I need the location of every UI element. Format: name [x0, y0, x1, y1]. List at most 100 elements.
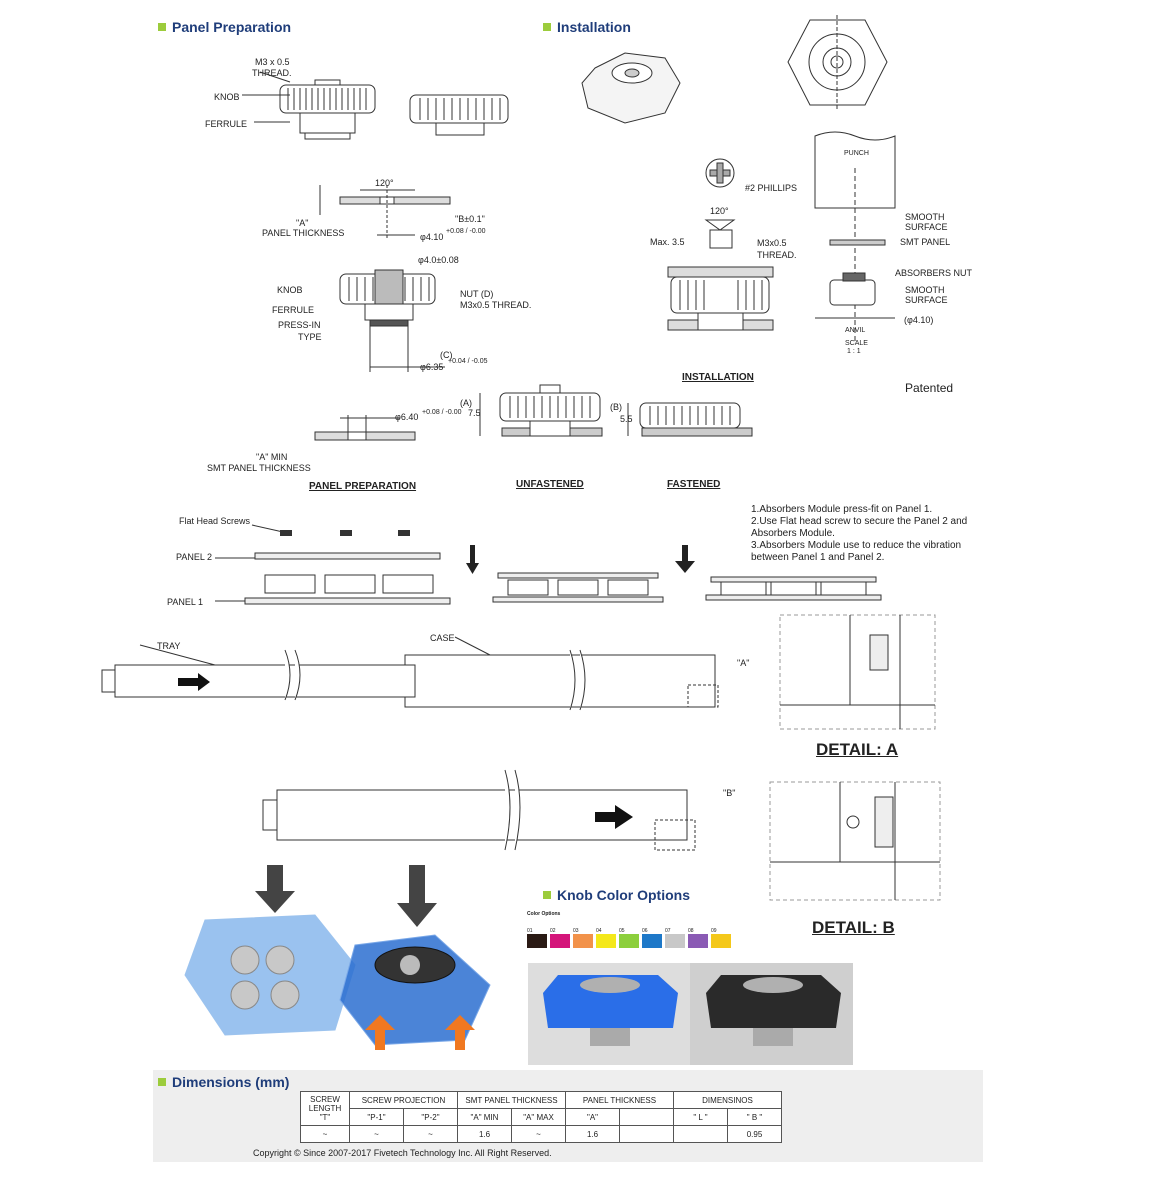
table-subheader: "P-1": [349, 1108, 404, 1126]
swatch-color: [688, 934, 708, 948]
diameter-640-tolerance: +0.08 / -0.00: [422, 409, 462, 416]
copyright-text: Copyright © Since 2007-2017 Fivetech Tec…: [253, 1148, 552, 1158]
ferrule-label-2: FERRULE: [272, 305, 315, 315]
color-swatch: 09: [711, 928, 731, 948]
phillips-label: #2 PHILLIPS: [745, 183, 798, 193]
unfastened-drawing: [479, 384, 603, 437]
down-arrow-icon: [255, 865, 295, 913]
callout-b: "B": [723, 788, 736, 798]
table-subheader: "P-2": [403, 1108, 458, 1126]
case-label: CASE: [430, 633, 455, 643]
swatch-number: 09: [711, 928, 717, 934]
c-label: (C): [440, 350, 453, 360]
table-row: ~ ~ ~ 1.6 ~ 1.6 0.95: [300, 1125, 782, 1143]
panel-thickness-label: PANEL THICKNESS: [262, 228, 345, 238]
b-tolerance-label: "B±0.1": [455, 214, 485, 224]
down-arrow-icon: [466, 545, 479, 574]
diameter-label: φ4.10: [420, 232, 444, 242]
punch-label: PUNCH: [844, 150, 869, 157]
table-header: SCREW LENGTH "T": [300, 1091, 350, 1126]
color-swatch: 01: [527, 928, 547, 948]
thread-label: M3 x 0.5: [255, 57, 290, 67]
note-line: between Panel 1 and Panel 2.: [751, 552, 885, 563]
swatch-number: 06: [642, 928, 648, 934]
thread-spec-label: M3x0.5: [757, 238, 787, 248]
section-title: Installation: [557, 19, 631, 35]
unfastened-caption: UNFASTENED: [516, 479, 584, 490]
a-min-label: "A" MIN: [256, 452, 288, 462]
diameter-410-label: (φ4.10): [904, 315, 934, 325]
unfastened-panels-drawing: [492, 572, 664, 603]
table-cell: ~: [300, 1125, 350, 1143]
knob-side-drawing: [279, 79, 376, 140]
assembly-notes: 1.Absorbers Module press-fit on Panel 1.…: [751, 504, 967, 564]
swatch-color: [711, 934, 731, 948]
note-line: 3.Absorbers Module use to reduce the vib…: [751, 540, 962, 551]
nut-thread-label: M3x0.5 THREAD.: [460, 300, 532, 310]
patented-label: Patented: [905, 381, 954, 395]
knob-section-drawing: [339, 269, 445, 372]
phillips-icon: [705, 158, 735, 188]
detail-b-drawing: [769, 781, 941, 901]
panel1-label: PANEL 1: [167, 597, 204, 607]
diameter-tolerance: +0.08 / -0.00: [446, 228, 486, 235]
surface-label: SURFACE: [905, 222, 948, 232]
tray-case-drawing: [101, 636, 719, 711]
absorber-3d-render: [184, 914, 491, 1050]
swatch-color: [573, 934, 593, 948]
scale-value: 1 : 1: [847, 348, 861, 355]
press-in-label: PRESS-IN: [278, 320, 321, 330]
note-line: 1.Absorbers Module press-fit on Panel 1.: [751, 504, 933, 515]
swatch-number: 03: [573, 928, 579, 934]
dimensions-table: SCREW LENGTH "T" SCREW PROJECTION SMT PA…: [300, 1091, 782, 1143]
swatch-color: [527, 934, 547, 948]
bullet-icon: [158, 1078, 166, 1086]
swatch-number: 02: [550, 928, 556, 934]
swatch-color: [596, 934, 616, 948]
table-subheader: "A" MIN: [457, 1108, 512, 1126]
knob-top-view: [787, 15, 888, 110]
knob-side-drawing-2: [409, 94, 509, 136]
leader-lines: [242, 71, 291, 123]
table-header: PANEL THICKNESS: [565, 1091, 674, 1109]
nut-label: NUT (D): [460, 289, 494, 299]
swatch-number: 08: [688, 928, 694, 934]
a-label: "A": [296, 218, 309, 228]
knob-label: KNOB: [214, 92, 240, 102]
table-subheader: [619, 1108, 674, 1126]
a-value: 7.5: [468, 408, 481, 418]
panel2-label: PANEL 2: [176, 552, 213, 562]
diameter-640-label: φ6.40: [395, 412, 419, 422]
table-cell: 0.95: [727, 1125, 782, 1143]
color-swatch: 03: [573, 928, 593, 948]
note-line: Absorbers Module.: [751, 528, 835, 539]
swatch-number: 07: [665, 928, 671, 934]
note-line: 2.Use Flat head screw to secure the Pane…: [751, 516, 968, 527]
fastened-caption: FASTENED: [667, 479, 721, 490]
knob-colors-heading: Knob Color Options: [543, 887, 690, 903]
smt-panel-drawing: [314, 415, 416, 441]
tray-case-drawing-2: [262, 769, 696, 851]
table-cell: ~: [403, 1125, 458, 1143]
angle-label-2: 120°: [710, 206, 729, 216]
smooth-label: SMOOTH: [905, 212, 945, 222]
fastened-drawing: [627, 402, 753, 437]
table-cell: 1.6: [457, 1125, 512, 1143]
flat-head-label: Flat Head Screws: [179, 516, 251, 526]
swatch-color: [665, 934, 685, 948]
table-subheader: "A" MAX: [511, 1108, 566, 1126]
swatch-number: 05: [619, 928, 625, 934]
smt-thickness-label: SMT PANEL THICKNESS: [207, 463, 311, 473]
panel-hole-drawing: [319, 185, 451, 240]
table-header: SMT PANEL THICKNESS: [457, 1091, 566, 1109]
color-swatch: 07: [665, 928, 685, 948]
detail-b-caption: DETAIL: B: [812, 918, 895, 937]
table-header: SCREW PROJECTION: [349, 1091, 458, 1109]
table-subheader: " L ": [673, 1108, 728, 1126]
installation-section-drawing: [667, 219, 774, 331]
b-value: 5.5: [620, 414, 633, 424]
angle-label: 120°: [375, 178, 394, 188]
swatch-color: [619, 934, 639, 948]
tray-label: TRAY: [157, 641, 181, 651]
